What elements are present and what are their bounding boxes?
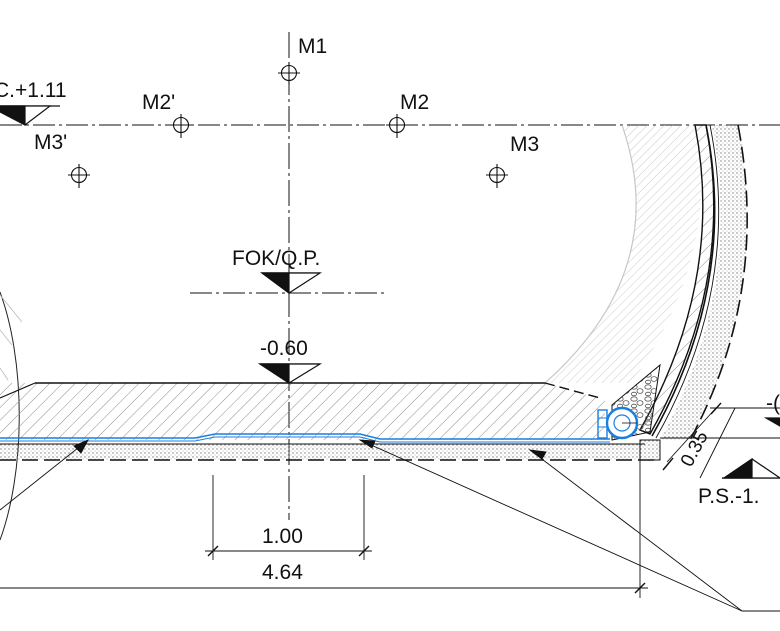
label-dim-100: 1.00 bbox=[262, 525, 303, 548]
tunnel-lining bbox=[544, 124, 748, 441]
excavation-line bbox=[689, 124, 748, 441]
blue-drain-layer bbox=[0, 433, 610, 440]
slab-hatched bbox=[0, 383, 605, 440]
invert-slab bbox=[0, 363, 780, 461]
measurement-points bbox=[68, 62, 508, 188]
main-lining-band bbox=[638, 124, 715, 435]
m2p-target-icon bbox=[170, 114, 192, 138]
label-m3: M3 bbox=[510, 133, 539, 156]
label-ps-level: P.S.-1. bbox=[698, 485, 759, 508]
label-m1: M1 bbox=[298, 35, 327, 58]
label-right-edge: -( bbox=[766, 392, 780, 415]
m3-target-icon bbox=[486, 164, 508, 188]
m1-target-icon bbox=[278, 62, 300, 84]
label-top-left-level: C.+1.11 bbox=[0, 79, 67, 102]
label-m3p: M3' bbox=[34, 131, 67, 154]
level-markers bbox=[0, 105, 780, 479]
inner-lining-zone bbox=[545, 125, 702, 383]
dimension-lines bbox=[0, 402, 780, 598]
leader-lines bbox=[0, 439, 780, 612]
m3p-target-icon bbox=[68, 164, 90, 188]
label-fok: FOK/Q.P. bbox=[232, 247, 320, 270]
shotcrete-zone bbox=[660, 125, 748, 440]
label-neg060: -0.60 bbox=[260, 337, 308, 360]
m2-target-icon bbox=[386, 114, 408, 138]
label-m2p: M2' bbox=[142, 91, 175, 114]
sub-base-layer bbox=[0, 444, 640, 460]
label-m2: M2 bbox=[400, 91, 429, 114]
drain-pipe bbox=[597, 406, 639, 440]
text-labels: M1 M2' M2 M3' M3 C.+1.11 FOK/Q.P. -0.60 … bbox=[0, 35, 780, 584]
label-dim-464: 4.64 bbox=[262, 561, 303, 584]
